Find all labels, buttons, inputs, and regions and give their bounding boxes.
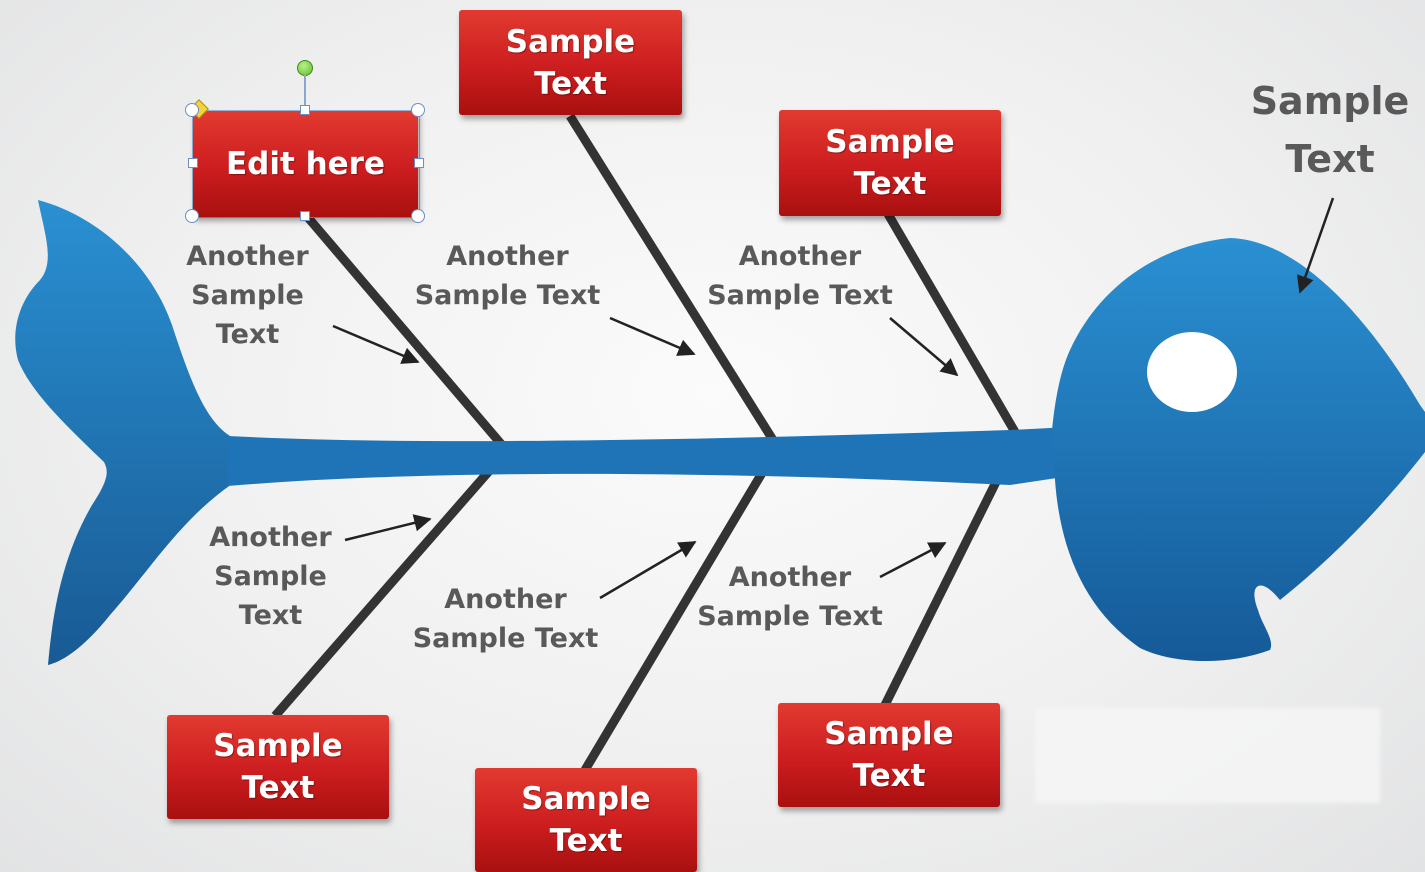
bone-top-left [301, 211, 506, 448]
arrows [332, 197, 1335, 600]
arrow-bottom-middle [599, 540, 697, 600]
cause-box-label: Sample Text [505, 23, 636, 102]
bone-label-bottom-left: Another Sample Text [209, 522, 332, 631]
bones [271, 113, 1019, 773]
bone-bottom-left [271, 467, 494, 719]
rotation-handle-stem [304, 75, 306, 105]
bone-bottom-right [880, 475, 1003, 708]
cause-box-bottom-left[interactable]: Sample Text [167, 715, 389, 819]
resize-handle-top-right[interactable] [411, 103, 425, 117]
fish-tail [15, 200, 232, 665]
bone-label-top-middle: Another Sample Text [414, 241, 601, 311]
bone-top-right [884, 211, 1019, 435]
arrow-top-middle [609, 316, 696, 356]
resize-handle-left[interactable] [188, 158, 198, 168]
head-label: Sample Text [1250, 79, 1410, 181]
cause-box-label: Sample Text [521, 781, 651, 859]
resize-handle-bottom-left[interactable] [185, 209, 199, 223]
resize-handle-top[interactable] [300, 105, 310, 115]
cause-box-top-middle[interactable]: Sample Text [459, 10, 682, 115]
fish-head [1052, 238, 1425, 662]
resize-handle-top-left[interactable] [185, 103, 199, 117]
arrow-top-left [332, 324, 420, 364]
cause-box-label: Sample Text [825, 124, 955, 202]
fish-eye [1147, 332, 1237, 412]
arrow-head [1296, 197, 1335, 294]
bone-label-bottom-right: Another Sample Text [697, 562, 883, 632]
cause-box-label: Sample Text [213, 728, 343, 806]
resize-handle-right[interactable] [414, 158, 424, 168]
edit-here-box[interactable]: Edit here [193, 111, 418, 217]
cause-box-label: Sample Text [824, 716, 954, 794]
bone-top-middle [566, 113, 777, 443]
blurred-area [1035, 708, 1380, 803]
edit-here-label: Edit here [225, 146, 385, 182]
bone-label-top-left: Another Sample Text [186, 241, 309, 350]
cause-box-top-right[interactable]: Sample Text [779, 110, 1001, 216]
rotation-handle[interactable] [297, 60, 313, 76]
bone-bottom-middle [581, 465, 769, 773]
arrow-bottom-left [344, 514, 432, 542]
resize-handle-bottom-right[interactable] [411, 209, 425, 223]
arrow-bottom-right [879, 541, 947, 579]
cause-box-bottom-middle[interactable]: Sample Text [475, 768, 697, 872]
fish-spine [228, 425, 1110, 486]
cause-box-bottom-right[interactable]: Sample Text [778, 703, 1000, 807]
arrow-top-right [889, 317, 959, 377]
resize-handle-bottom[interactable] [300, 211, 310, 221]
bone-label-bottom-middle: Another Sample Text [412, 584, 599, 654]
bone-label-top-right: Another Sample Text [707, 241, 893, 311]
